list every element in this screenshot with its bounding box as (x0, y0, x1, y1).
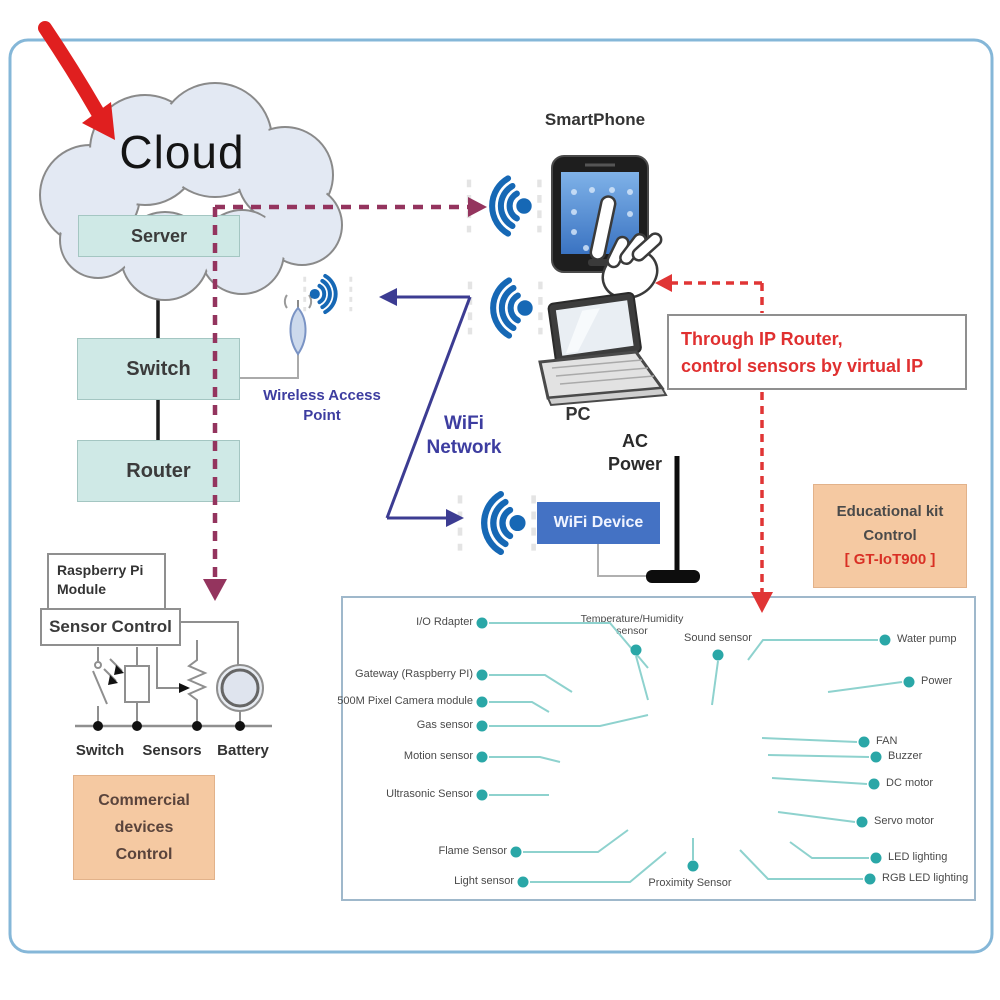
commercial-line3: Control (115, 846, 173, 864)
commercial-box: Commercial devices Control (73, 775, 215, 880)
wifi-network-label: WiFi Network (426, 413, 502, 458)
board-label-buzzer: Buzzer (888, 750, 923, 762)
commercial-line2: devices (114, 818, 174, 836)
board-label-camera: 500M Pixel Camera module (337, 695, 473, 707)
edu-kit-model: [ GT-IoT900 ] (844, 551, 936, 568)
board-label-light: Light sensor (454, 875, 514, 887)
wap-label: Wireless Access Point (263, 387, 381, 424)
board-label-ultrasonic: Ultrasonic Sensor (386, 788, 473, 800)
edu-kit-line2: Control (863, 527, 917, 544)
edu-kit-box: Educational kit Control [ GT-IoT900 ] (813, 484, 967, 588)
board-label-led: LED lighting (888, 851, 948, 863)
board-label-water-pump: Water pump (897, 633, 957, 645)
ip-note-line2: control sensors by virtual IP (681, 356, 924, 376)
board-label-dc-motor: DC motor (886, 777, 934, 789)
edu-kit-line1: Educational kit (836, 503, 944, 520)
router-node: Router (77, 440, 240, 502)
commercial-line1: Commercial (98, 791, 190, 809)
ip-note-box: Through IP Router, control sensors by vi… (667, 314, 967, 390)
board-label-io-adapter: I/O Rdapter (416, 616, 473, 628)
board-label-fan: FAN (876, 735, 898, 747)
board-label-power: Power (921, 675, 953, 687)
sensor-control-box: Sensor Control (40, 608, 181, 646)
board-label-gateway: Gateway (Raspberry PI) (355, 668, 473, 680)
circuit-switch-label: Switch (75, 742, 125, 759)
board-label-servo: Servo motor (874, 815, 934, 827)
ip-note-line1: Through IP Router, (681, 329, 843, 349)
smartphone-label: SmartPhone (544, 110, 646, 129)
switch-node: Switch (77, 338, 240, 400)
pc-label: PC (565, 404, 591, 424)
board-label-motion: Motion sensor (403, 750, 473, 762)
circuit-battery-label: Battery (217, 742, 269, 759)
board-label-sound: Sound sensor (684, 632, 752, 644)
board-label-rgb-led: RGB LED lighting (882, 872, 969, 884)
circuit-sensors-label: Sensors (142, 742, 202, 759)
cloud-label: Cloud (119, 126, 245, 178)
board-label-flame: Flame Sensor (438, 845, 507, 857)
wifi-device-node: WiFi Device (537, 502, 660, 544)
rpi-module-box: Raspberry Pi Module (47, 553, 166, 612)
ac-power-label: AC Power (607, 431, 663, 475)
board-label-proximity: Proximity Sensor (648, 877, 732, 889)
server-node: Server (78, 215, 240, 257)
board-label-gas: Gas sensor (416, 719, 473, 731)
